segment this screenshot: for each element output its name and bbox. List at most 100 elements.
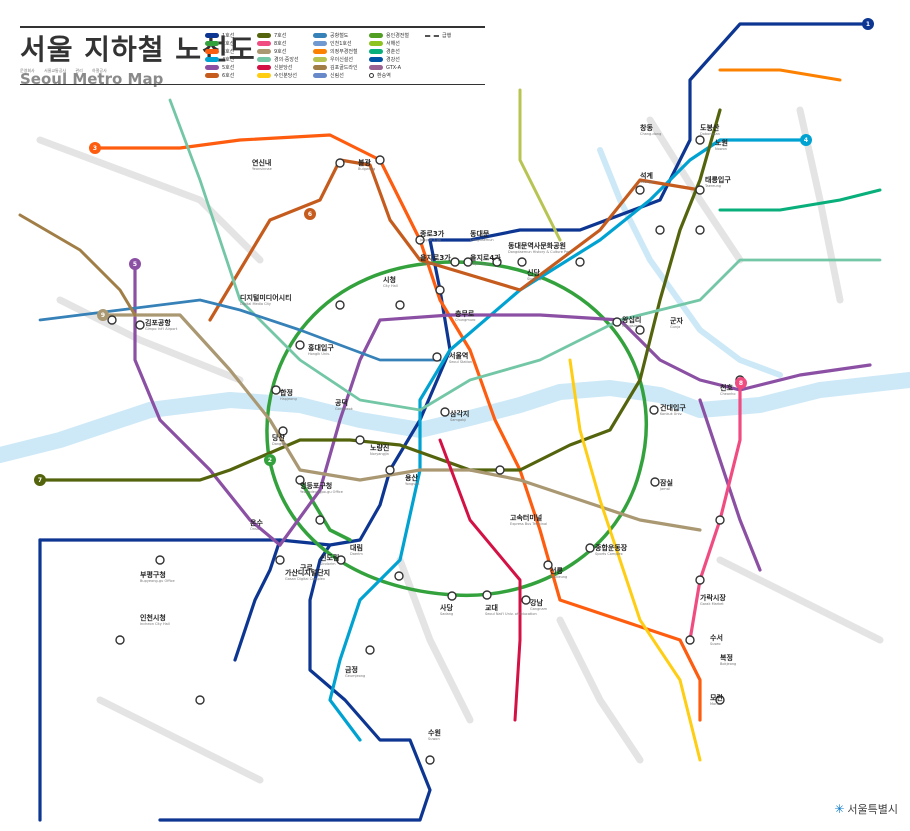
legend-item: 의정부경전철 <box>313 48 358 55</box>
transfer-station-marker <box>135 320 145 330</box>
legend-label: 급행 <box>442 33 452 39</box>
transfer-station-marker <box>482 590 492 600</box>
transfer-station-marker <box>195 695 205 705</box>
line-4 <box>328 138 802 742</box>
station-label-en: Suwon <box>428 737 440 741</box>
station-label-en: Jamsil <box>659 487 670 491</box>
station-label: 부평구청 <box>140 570 166 579</box>
legend-label: 2호선 <box>222 41 235 47</box>
station-label-en: Dongdaemun History & Culture Park <box>508 250 573 254</box>
legend-label: 우이신설선 <box>330 57 354 63</box>
station-label: 서울역 <box>449 351 468 360</box>
legend-item: 9호선 <box>257 48 286 55</box>
line-swatch <box>369 33 383 38</box>
line-badge <box>304 208 316 220</box>
station-label: 동대문역사문화공원 <box>508 241 566 250</box>
transfer-station-marker <box>655 225 665 235</box>
legend-label: 5호선 <box>222 65 235 71</box>
legend-label: 4호선 <box>222 57 235 63</box>
han-river <box>0 372 910 463</box>
legend-item: 경춘선 <box>369 48 400 55</box>
legend-label: 서해선 <box>386 41 400 47</box>
transfer-station-marker <box>155 555 165 565</box>
ui-sinseol-line <box>518 88 562 242</box>
line-swatch <box>205 73 219 78</box>
legend-item: 신분당선 <box>257 64 292 71</box>
station-label-en: Onsu <box>250 527 259 531</box>
transfer-station-marker <box>107 315 117 325</box>
station-label-en: Noryangjin <box>370 452 389 456</box>
transfer-station-marker <box>278 426 288 436</box>
line-badge <box>800 134 812 146</box>
legend-label: 용인경전철 <box>386 33 410 39</box>
station-label-en: Dangsan <box>272 442 287 446</box>
transfer-station-marker <box>635 325 645 335</box>
station-label-en: Seolleung <box>550 575 567 579</box>
station-label-en: Moran <box>710 702 721 706</box>
station-label: 인천시청 <box>140 613 166 622</box>
station-label-en: Express Bus Terminal <box>510 522 547 526</box>
gyeongchun-line <box>718 188 882 212</box>
line-swatch <box>313 65 327 70</box>
transfer-station-marker <box>517 257 527 267</box>
line-swatch <box>369 49 383 54</box>
station-label-en: Seoul Station <box>449 360 472 364</box>
legend-label: 7호선 <box>274 33 287 39</box>
line-swatch <box>205 49 219 54</box>
transfer-station-marker <box>685 635 695 645</box>
meta-2: 관리 <box>75 68 83 73</box>
station-label-en: Sindang <box>527 277 541 281</box>
legend-label: 경의·중앙선 <box>274 57 299 63</box>
station-label: 석계 <box>640 171 653 180</box>
line-swatch <box>313 57 327 62</box>
station-label: 교대 <box>485 603 498 612</box>
transfer-station-marker <box>649 405 659 415</box>
station-label: 사당 <box>440 603 453 612</box>
transfer-symbol-icon <box>369 73 374 78</box>
legend-item: 4호선 <box>205 56 234 63</box>
line-badge-number: 6 <box>308 211 312 218</box>
gimpo-gold-line <box>18 213 137 317</box>
legend-label: 1호선 <box>222 33 235 39</box>
shinbundang-line <box>438 438 522 722</box>
station-label: 을지로3가 <box>420 253 451 262</box>
line-swatch <box>205 41 219 46</box>
station-label-en: Gangnam <box>530 607 548 611</box>
station-label: 구로 <box>300 564 313 572</box>
meta-3: 하철공사 <box>92 68 107 73</box>
transfer-station-marker <box>435 285 445 295</box>
gyeongui-jungang-line <box>168 98 882 412</box>
station-label-en: Hongik Univ. <box>308 352 330 356</box>
station-label: 동대문 <box>470 229 490 238</box>
station-label-en: Seokgye <box>640 180 655 184</box>
legend-label: 신분당선 <box>274 65 293 71</box>
line-swatch <box>257 57 271 62</box>
line-swatch <box>257 33 271 38</box>
station-label: 노량진 <box>370 443 389 452</box>
line-badge-number: 2 <box>268 457 272 464</box>
station-label: 왕십리 <box>622 315 641 324</box>
station-label: 가산디지털단지 <box>285 568 330 577</box>
station-label: 디지털미디어시티 <box>240 293 292 302</box>
station-label-en: Yeongdeungpo-gu Office <box>300 490 343 494</box>
legend-label: 공항철도 <box>330 33 349 39</box>
station-label-en: Cheonho <box>720 392 736 396</box>
uijeongbu-line <box>718 68 842 82</box>
station-label: 노원 <box>715 138 728 147</box>
seoul-logo-text: 서울특별시 <box>847 803 898 816</box>
legend-item: 신림선 <box>313 72 344 79</box>
station-label-en: Sadang <box>440 612 453 616</box>
line-swatch <box>257 49 271 54</box>
transfer-station-marker <box>695 225 705 235</box>
meta-1: 서울교통공사 <box>44 68 67 73</box>
station-label-en: Gongdeok <box>335 407 354 411</box>
station-label: 잠실 <box>660 478 673 487</box>
legend-item: 서해선 <box>369 40 400 47</box>
station-label: 군자 <box>670 316 683 325</box>
station-label: 김포공항 <box>145 318 171 327</box>
legend-rule <box>20 84 485 85</box>
arex-line <box>38 298 442 362</box>
line-badge <box>862 18 874 30</box>
station-label: 불광 <box>358 158 371 167</box>
